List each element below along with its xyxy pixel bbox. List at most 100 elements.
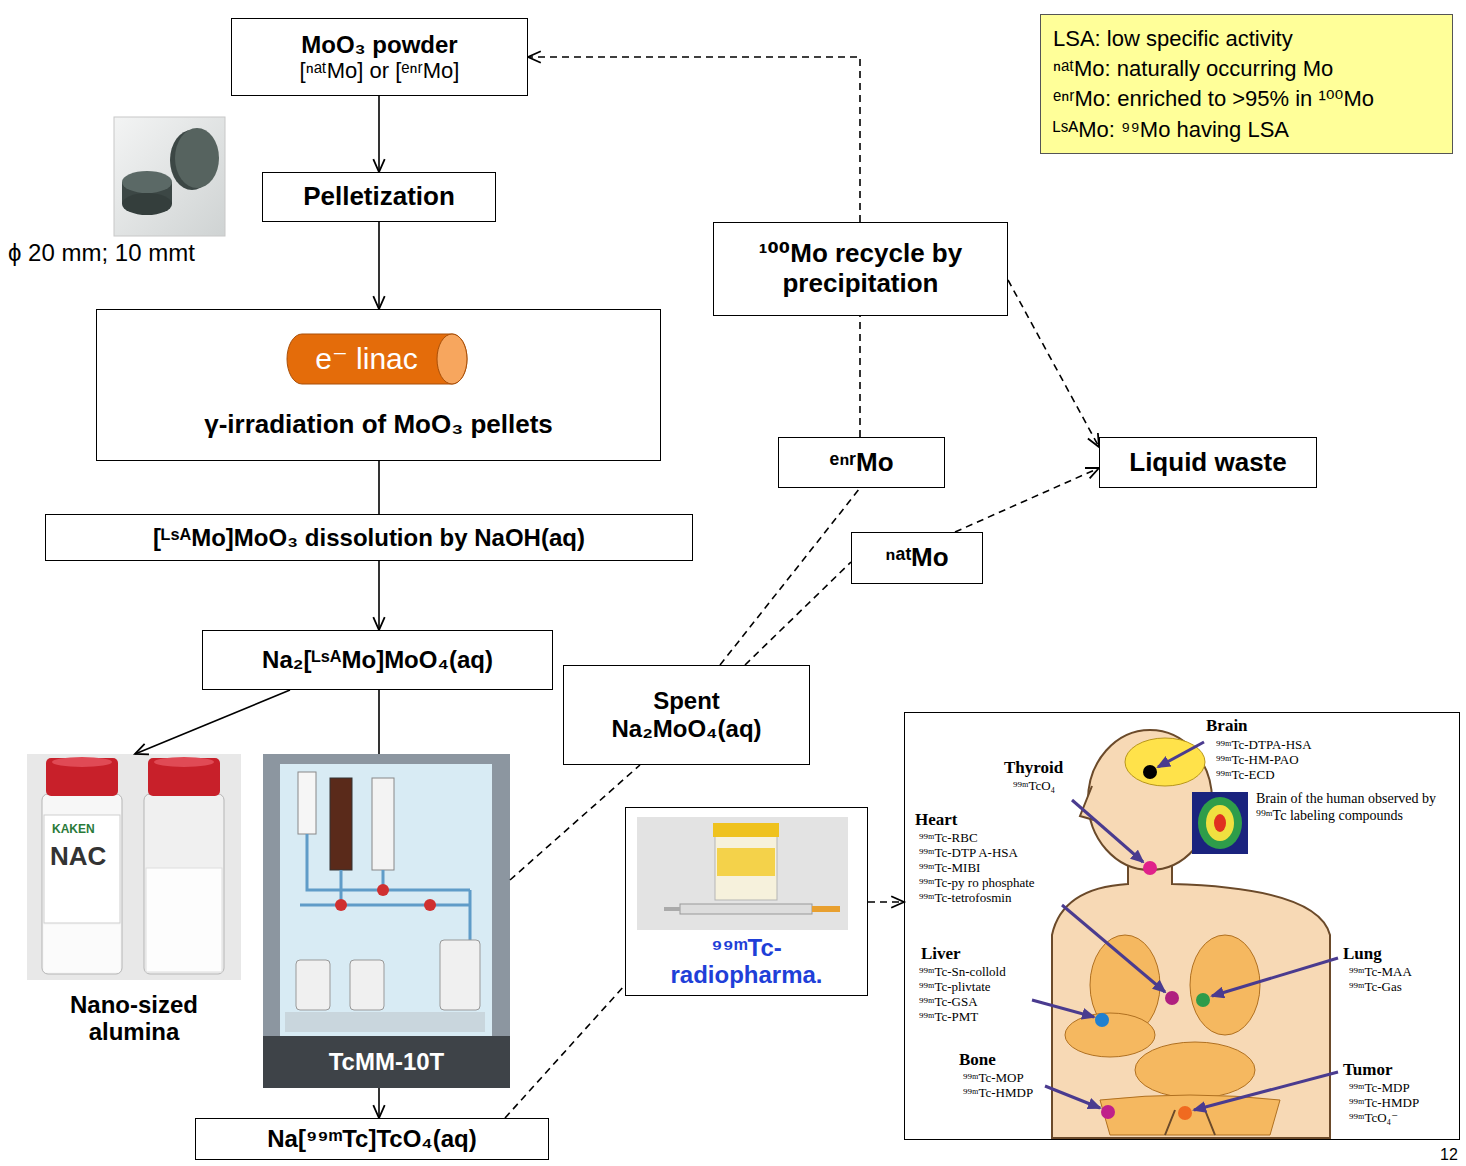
organ-heading: Brain [1206, 717, 1248, 736]
arrowhead [891, 896, 904, 907]
label-text: ϕ 20 mm; 10 mmt [8, 240, 195, 266]
process-box: Na₂[ᴸˢᴬMo]MoO₄(aq) [202, 630, 553, 690]
radiopharmaceutical-photo [715, 830, 777, 900]
body-figure [1192, 792, 1248, 854]
organ-heading: Thyroid [1004, 759, 1063, 778]
pellet-photo [114, 117, 225, 236]
connector [373, 561, 384, 630]
connector-line [955, 468, 1099, 532]
organ-text: ⁹⁹ᵐTc-HMDP [963, 1085, 1033, 1100]
node-text: TcMM-10T [329, 1048, 445, 1076]
process-box: ᵉⁿʳMo [778, 437, 945, 488]
connector-line [505, 985, 625, 1118]
label-text: KAKEN [52, 823, 95, 836]
organ-text: ⁹⁹ᵐTc-MAA [1349, 964, 1412, 979]
label-text: NAC [50, 842, 106, 871]
body-figure [1052, 862, 1330, 1138]
connector-line [378, 690, 380, 754]
body-figure [1165, 991, 1179, 1005]
alumina-photo [146, 868, 222, 972]
arrowhead [528, 51, 541, 62]
tcmm-photo [263, 754, 510, 1088]
node-text: ᵉⁿʳMo [829, 448, 893, 478]
node-text: ⁹⁹ᵐTc-radiopharma. [652, 934, 842, 989]
connector-line [1008, 280, 1099, 447]
pellet-photo [114, 117, 225, 236]
body-figure [1143, 861, 1157, 875]
process-box: ¹⁰⁰Mo recycle by precipitation [713, 222, 1008, 316]
alumina-photo [144, 794, 224, 974]
node-text: [ⁿᵃᵗMo] or [ᵉⁿʳMo] [300, 58, 460, 83]
alumina-photo [27, 754, 241, 980]
organ-text: ⁹⁹ᵐTc-DTPA-HSA [1216, 737, 1312, 752]
connector [868, 896, 904, 907]
connector-line [510, 765, 640, 880]
body-figure [1100, 1095, 1280, 1135]
connector [510, 765, 640, 880]
node-text: LSA: low specific activity [1053, 26, 1293, 51]
process-box: Spent Na₂MoO₄(aq) [563, 665, 810, 765]
product-box: ⁹⁹ᵐTc-radiopharma. [625, 807, 868, 996]
photo-node: TcMM-10T [263, 754, 510, 1088]
organ-pointer [1158, 742, 1204, 767]
note-box: LSA: low specific activity ⁿᵃᵗMo: natural… [1040, 14, 1453, 154]
radiopharmaceutical-photo [637, 817, 848, 930]
alumina-photo [44, 925, 120, 972]
node-text: ⁿᵃᵗMo: naturally occurring Mo [1053, 56, 1333, 81]
organ-heading: Bone [959, 1051, 996, 1070]
connector [528, 51, 860, 222]
organ-heading: Liver [921, 945, 961, 964]
tcmm-photo [263, 1036, 510, 1088]
linac-cylinder: e⁻ linac [286, 332, 469, 386]
organ-text: ⁹⁹ᵐTc-PMT [919, 1009, 978, 1024]
tcmm-photo [280, 764, 492, 1036]
body-figure [1143, 765, 1157, 779]
process-box: MoO₃ powder[ⁿᵃᵗMo] or [ᵉⁿʳMo] [231, 18, 528, 96]
tcmm-photo [372, 778, 394, 870]
node-text: ᴸˢᴬMo: ⁹⁹Mo having LSA [1053, 117, 1289, 142]
organ-pointer [1045, 1086, 1100, 1108]
pellet-photo [122, 171, 172, 193]
body-figure [1196, 993, 1210, 1007]
body-figure [1101, 1105, 1115, 1119]
node-text: e⁻ linac [315, 342, 418, 377]
cylinder-cap [437, 334, 467, 384]
pellet-photo [175, 128, 219, 188]
connector [1008, 280, 1099, 447]
organ-text: ⁹⁹ᵐTc-ECD [1216, 767, 1275, 782]
node-text: Spent Na₂MoO₄(aq) [592, 687, 782, 742]
connector [720, 488, 860, 665]
connector [860, 316, 861, 437]
connector-line [378, 96, 380, 172]
connector-line [135, 690, 290, 754]
radiopharmaceutical-photo [680, 904, 812, 914]
organ-text: ⁹⁹ᵐTc-RBC [919, 830, 978, 845]
tcmm-photo [350, 960, 384, 1010]
body-figure [1178, 1106, 1192, 1120]
connector-line [868, 901, 904, 903]
arrowhead [373, 617, 384, 630]
organ-text: ⁹⁹ᵐTc-Sn-collold [919, 964, 1006, 979]
connector [373, 96, 384, 172]
tcmm-photo [440, 940, 480, 1010]
body-figure [1065, 1013, 1155, 1057]
node-text: MoO₃ powder [301, 31, 457, 59]
body-figure [1198, 797, 1242, 849]
alumina-photo [154, 757, 214, 767]
organ-pointer [1032, 1000, 1094, 1017]
connector [379, 461, 380, 514]
organ-text: ⁹⁹ᵐTc-HM-PAO [1216, 752, 1299, 767]
arrowhead [373, 296, 384, 309]
arrowhead [373, 1105, 384, 1118]
body-figure [1214, 814, 1226, 832]
organ-text: Brain of the human observed by ⁹⁹ᵐTc lab… [1256, 791, 1451, 825]
organ-text: ⁹⁹ᵐTc-Gas [1349, 979, 1402, 994]
connector [135, 690, 290, 754]
organ-text: ⁹⁹ᵐTc-plivtate [919, 979, 991, 994]
body-figure [1095, 1013, 1109, 1027]
organ-text: ⁹⁹ᵐTcO₄⁻ [1349, 1110, 1398, 1125]
connector-line [378, 222, 380, 309]
